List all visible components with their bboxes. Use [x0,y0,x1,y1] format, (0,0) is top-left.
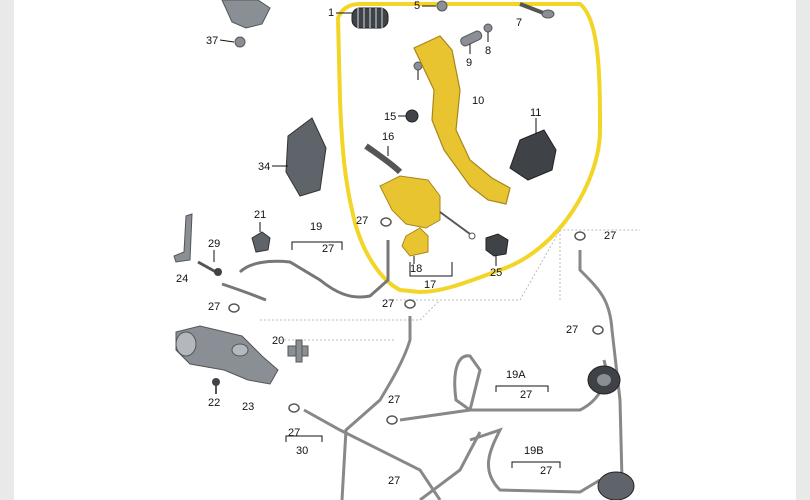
label-15: 15 [384,111,396,123]
label-5: 5 [414,0,420,12]
highlight-outline [335,2,603,295]
label-11: 11 [530,107,541,119]
label-9: 9 [466,57,472,69]
label-27-f: 27 [388,394,400,406]
label-23: 23 [242,401,254,413]
pin-part-7 [519,2,555,19]
label-10: 10 [472,95,484,107]
label-27-g: 27 [388,475,400,487]
spring-part [351,7,389,29]
leader-37 [219,39,235,43]
release-bearing-part [587,365,621,395]
clutch-pedal-part [413,35,511,205]
bracket-part-18 [401,227,429,257]
master-cylinder-part [379,175,476,240]
label-17: 17 [424,279,436,291]
label-27-19b: 27 [540,465,552,477]
bolt-part-29 [197,260,222,276]
label-19b: 19B [524,445,544,457]
label-27-c: 27 [382,298,394,310]
label-7: 7 [516,17,522,29]
bushing-part-9 [460,30,483,47]
label-27-19a: 27 [520,389,532,401]
label-27-d: 27 [566,324,578,336]
label-1: 1 [328,7,334,19]
label-19a: 19A [506,369,526,381]
label-27-e: 27 [604,230,616,242]
clip-part-8 [483,23,493,33]
pipe-lower-branch [221,282,267,302]
hose-part-16 [364,143,403,175]
label-27-h: 27 [288,427,300,439]
release-bearing-lower-part [597,471,635,500]
slave-cylinder-part-23 [175,325,279,385]
bracket-part [221,0,271,48]
label-16: 16 [382,131,394,143]
plate-part-34 [285,117,327,197]
label-25: 25 [490,267,502,279]
label-22: 22 [208,397,220,409]
bracket-line-19b [511,461,561,468]
label-27-a: 27 [356,215,368,227]
label-8: 8 [485,45,491,57]
label-20: 20 [272,335,284,347]
label-27-pipe19: 27 [322,243,334,255]
nut-part-5 [436,0,448,12]
bolt-part-15 [405,109,419,123]
clip-group-27 [228,217,604,425]
label-18: 18 [410,263,422,275]
label-27-b: 27 [208,301,220,313]
label-37: 37 [206,35,218,47]
label-34: 34 [258,161,270,173]
bracket-part-24 [173,213,193,263]
bolt-part-22 [212,378,220,394]
label-29: 29 [208,238,220,250]
label-19: 19 [310,221,322,233]
switch-part-25 [485,233,509,257]
bracket-line-19 [291,241,343,250]
bracket-line-30 [285,435,323,442]
connector-part-20 [287,339,309,363]
clip-part-21 [251,231,271,253]
label-30: 30 [296,445,308,457]
pipe-part-19 [238,240,390,299]
bracket-line-17 [409,262,453,277]
label-24: 24 [176,273,188,285]
guide-lines [260,229,640,341]
pedal-pad-part [509,129,557,181]
bracket-line-19a [495,385,549,392]
label-21: 21 [254,209,266,221]
